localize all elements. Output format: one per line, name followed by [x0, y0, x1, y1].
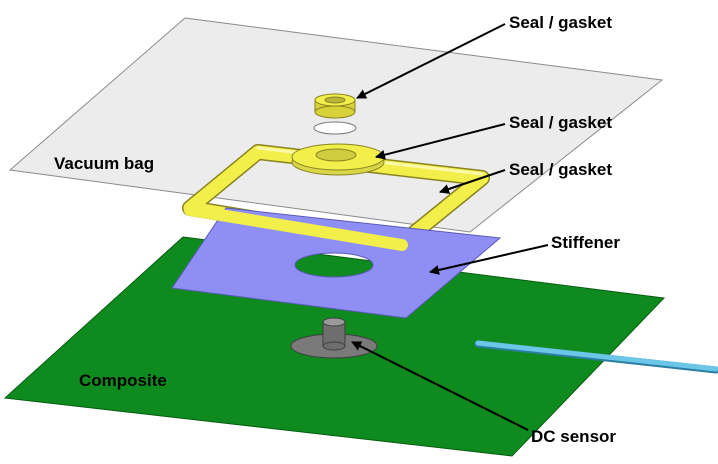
arrow-stiffener: [429, 244, 549, 275]
label-seal-gasket-top: Seal / gasket: [509, 13, 612, 32]
arrow-seal-frame: [439, 169, 506, 194]
label-seal-gasket-middle: Seal / gasket: [509, 113, 612, 132]
label-composite: Composite: [79, 371, 167, 390]
cylinder-seal-top: [314, 93, 356, 119]
sensor-cable: [474, 340, 718, 374]
stiffener-plate: [171, 207, 502, 319]
frame-gasket-front-edge: [184, 204, 408, 251]
label-vacuum-bag: Vacuum bag: [54, 154, 154, 173]
ring-gasket-middle: [291, 143, 385, 176]
label-dc-sensor: DC sensor: [531, 427, 616, 446]
white-washer: [313, 121, 357, 135]
dc-sensor: [290, 317, 378, 359]
arrow-seal-middle: [375, 123, 506, 160]
arrow-dc-sensor: [351, 341, 529, 431]
label-stiffener: Stiffener: [551, 233, 620, 252]
label-seal-gasket-frame: Seal / gasket: [509, 160, 612, 179]
arrow-seal-top: [356, 23, 506, 99]
